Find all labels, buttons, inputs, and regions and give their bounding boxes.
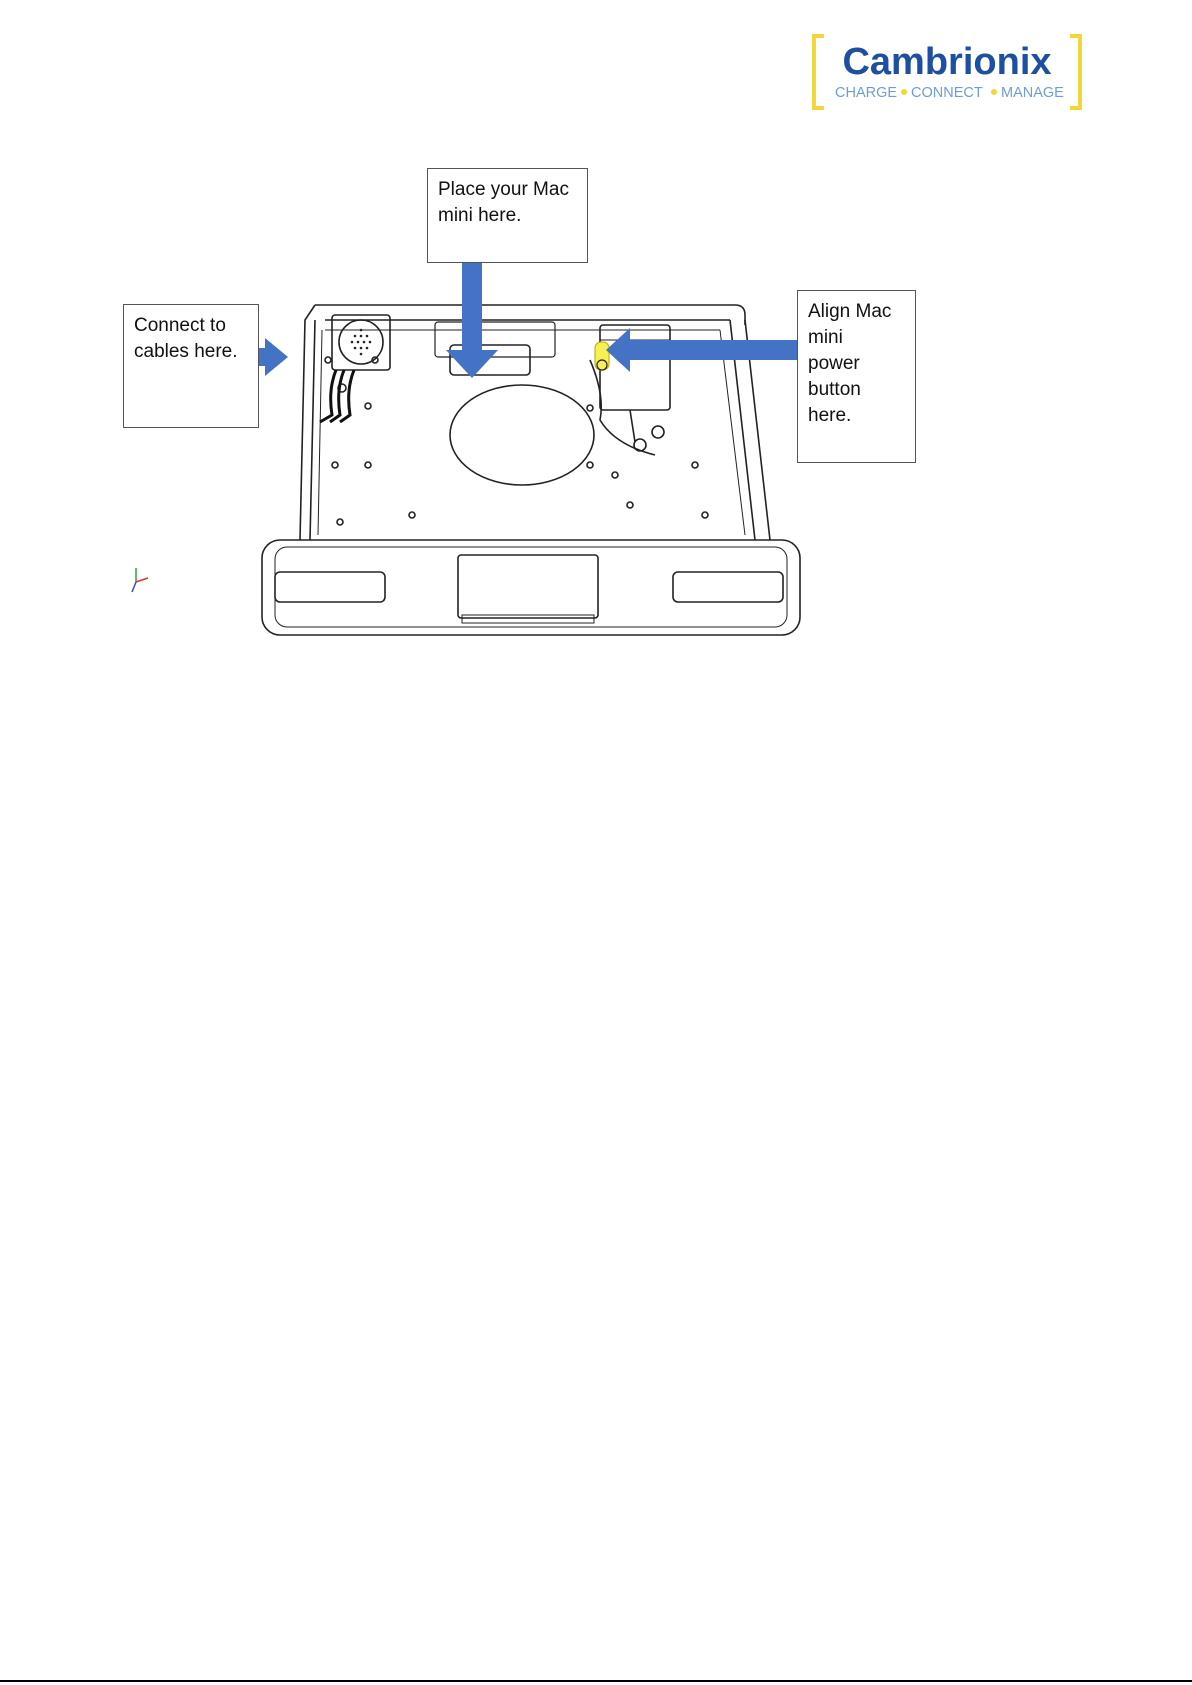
standoff: [409, 512, 415, 518]
arrow-to-power-button: [606, 328, 797, 372]
axis-triad-icon: [132, 568, 148, 592]
callout-line: cables here.: [134, 339, 248, 365]
floor-left-edge: [318, 330, 322, 535]
standoff: [365, 403, 371, 409]
standoff: [325, 357, 331, 363]
front-display-lip: [462, 615, 594, 623]
standoff: [587, 405, 593, 411]
callout-line: Align Mac: [808, 299, 905, 325]
logo-right-bracket: [1070, 36, 1080, 108]
standoff: [332, 462, 338, 468]
logo-dot-icon: [991, 89, 997, 95]
callout-line: Connect to: [134, 313, 248, 339]
footer-rule: [0, 1680, 1192, 1682]
power-cable-drop: [630, 410, 635, 442]
cable-clip-icon: [652, 426, 664, 438]
floor-right-edge: [720, 330, 745, 535]
standoff: [587, 462, 593, 468]
logo-tagline-connect: CONNECT: [911, 85, 983, 101]
front-vent-right: [673, 572, 783, 602]
callout-connect-cables: Connect to cables here.: [123, 304, 259, 428]
cable-clip-icon: [634, 439, 646, 451]
standoff: [612, 472, 618, 478]
standoff: [627, 502, 633, 508]
logo-tagline-manage: MANAGE: [1001, 85, 1064, 101]
logo-left-bracket: [814, 36, 824, 108]
power-supply-box: [600, 325, 670, 410]
left-wall-inner: [310, 320, 315, 540]
callout-align-power-button: Align Mac mini power button here.: [797, 290, 916, 463]
front-vent-left: [275, 572, 385, 602]
front-display: [458, 555, 598, 618]
callout-line: button: [808, 377, 905, 403]
callout-line: power: [808, 351, 905, 377]
logo-graphic: Cambrionix CHARGE CONNECT MANAGE: [812, 34, 1082, 110]
usb-cables: [320, 370, 354, 422]
callout-line: mini here.: [438, 203, 577, 229]
mac-mini-mat: [450, 385, 594, 485]
logo-dot-icon: [901, 89, 907, 95]
standoff: [337, 519, 343, 525]
callout-place-mac-mini: Place your Mac mini here.: [427, 168, 588, 263]
logo-brand-text: Cambrionix: [842, 41, 1051, 83]
fan-grille-holes: [351, 329, 372, 356]
standoff: [702, 512, 708, 518]
cambrionix-logo: Cambrionix CHARGE CONNECT MANAGE: [812, 34, 1082, 110]
callout-line: mini: [808, 325, 905, 351]
callout-line: here.: [808, 403, 905, 429]
fan-housing: [332, 315, 390, 370]
logo-tagline-charge: CHARGE: [835, 85, 897, 101]
standoff: [692, 462, 698, 468]
callout-line: Place your Mac: [438, 177, 577, 203]
standoff: [365, 462, 371, 468]
